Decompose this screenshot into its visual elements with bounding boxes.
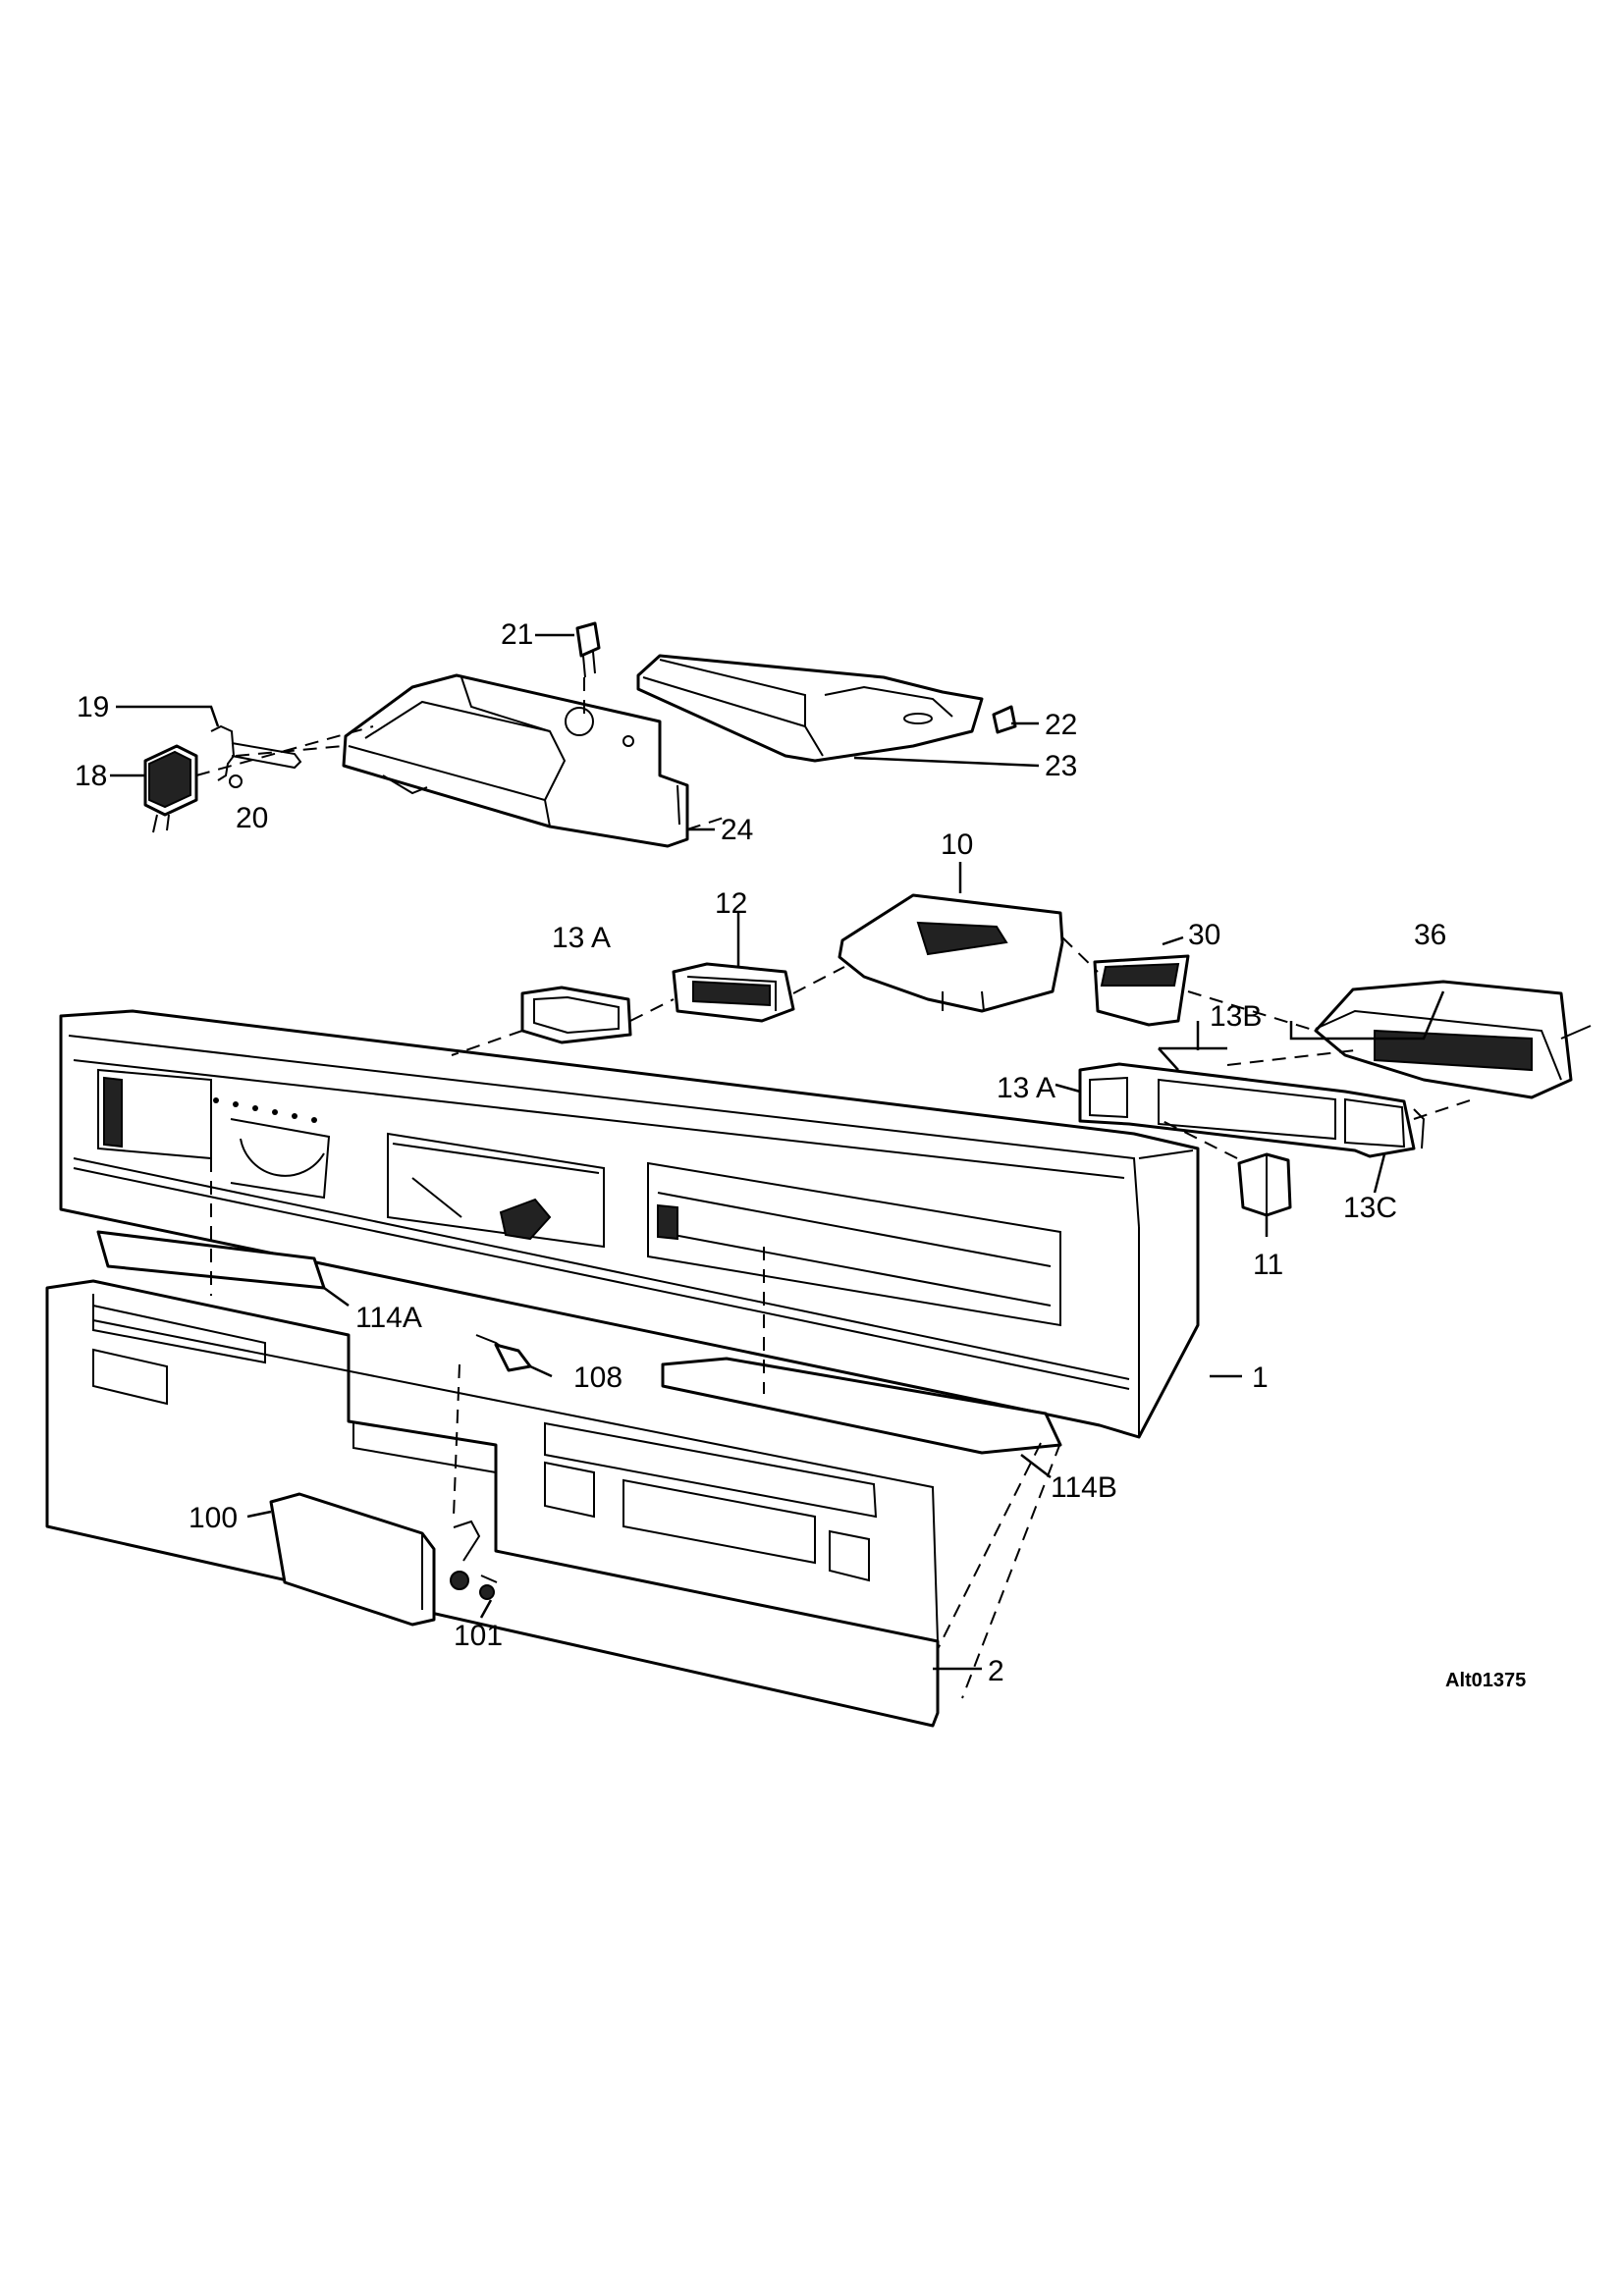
- part-13-strip-assembly: [1078, 1062, 1426, 1158]
- part-10-switch-module: [838, 893, 1064, 1013]
- part-18-switch: [143, 744, 198, 833]
- part-12-housing: [672, 962, 795, 1023]
- part-22-screw: [992, 705, 1017, 734]
- callouts: 19 18 20 21 22 23 24 10 12 13 A 30 36 13…: [75, 618, 1526, 1691]
- part-1-control-panel: [59, 1009, 1200, 1439]
- part-20-washer: [229, 774, 243, 788]
- callout-12: 12: [715, 887, 747, 920]
- callout-20: 20: [236, 802, 268, 834]
- part-100-door: [269, 1492, 436, 1627]
- callout-24: 24: [721, 814, 753, 846]
- callout-108: 108: [573, 1362, 622, 1394]
- callout-114b: 114B: [1051, 1471, 1117, 1504]
- part-24-bracket: [342, 673, 689, 848]
- callout-23: 23: [1045, 750, 1077, 782]
- callout-114a: 114A: [355, 1302, 422, 1334]
- part-101-hinge-parts: [450, 1520, 498, 1600]
- callout-13a-top: 13 A: [552, 922, 611, 954]
- part-11-knob: [1237, 1152, 1292, 1217]
- callout-2: 2: [988, 1655, 1004, 1687]
- callout-13b: 13B: [1210, 1000, 1262, 1033]
- callout-22: 22: [1045, 709, 1077, 741]
- part-108-clip: [475, 1334, 532, 1372]
- callout-100: 100: [189, 1502, 238, 1534]
- part-30-switch-block: [1093, 954, 1190, 1027]
- indicator-lights: [213, 1097, 317, 1123]
- part-2-front-panel: [45, 1279, 940, 1728]
- callout-36: 36: [1414, 919, 1446, 951]
- leader-lines: [110, 633, 1445, 1671]
- part-13a-frame-top: [520, 986, 632, 1044]
- callout-19: 19: [77, 691, 109, 723]
- callout-11: 11: [1253, 1249, 1283, 1281]
- part-23-bracket: [636, 654, 984, 763]
- callout-13a-side: 13 A: [997, 1072, 1055, 1104]
- callout-30: 30: [1188, 919, 1220, 951]
- part-19-rod: [210, 724, 302, 781]
- callout-21: 21: [501, 618, 533, 651]
- callout-101: 101: [454, 1620, 503, 1652]
- reference-code: Alt01375: [1445, 1670, 1526, 1691]
- callout-18: 18: [75, 760, 107, 792]
- callout-1: 1: [1252, 1362, 1269, 1394]
- assembly-lines: [195, 677, 1474, 1699]
- callout-13c: 13C: [1343, 1192, 1397, 1224]
- part-21-plug: [575, 621, 601, 678]
- callout-10: 10: [941, 828, 973, 861]
